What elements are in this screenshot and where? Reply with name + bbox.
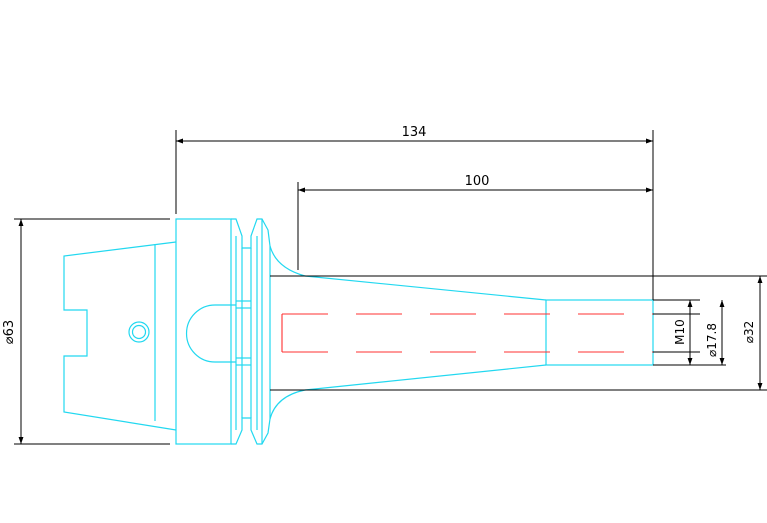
part-outline — [63, 218, 654, 445]
drive-hole — [128, 321, 150, 343]
tapered-neck — [304, 275, 654, 391]
reach-length-label: 100 — [465, 174, 490, 189]
thread-hidden-lines — [281, 313, 653, 353]
drive-hole-inner — [131, 324, 147, 340]
nose-diameter-label: ⌀32 — [742, 321, 756, 344]
internal-bore — [185, 304, 236, 363]
taper-shank — [63, 241, 177, 431]
overall-length-label: 134 — [402, 125, 427, 140]
neck-fillet-bottom — [269, 389, 306, 420]
bore-diameter-label: ⌀17.8 — [705, 323, 719, 357]
flange — [175, 218, 271, 445]
flange-diameter-label: ⌀63 — [2, 320, 17, 344]
neck-fillet-top — [269, 245, 306, 277]
dimension-lines — [14, 130, 767, 445]
thread-label: M10 — [673, 319, 687, 345]
